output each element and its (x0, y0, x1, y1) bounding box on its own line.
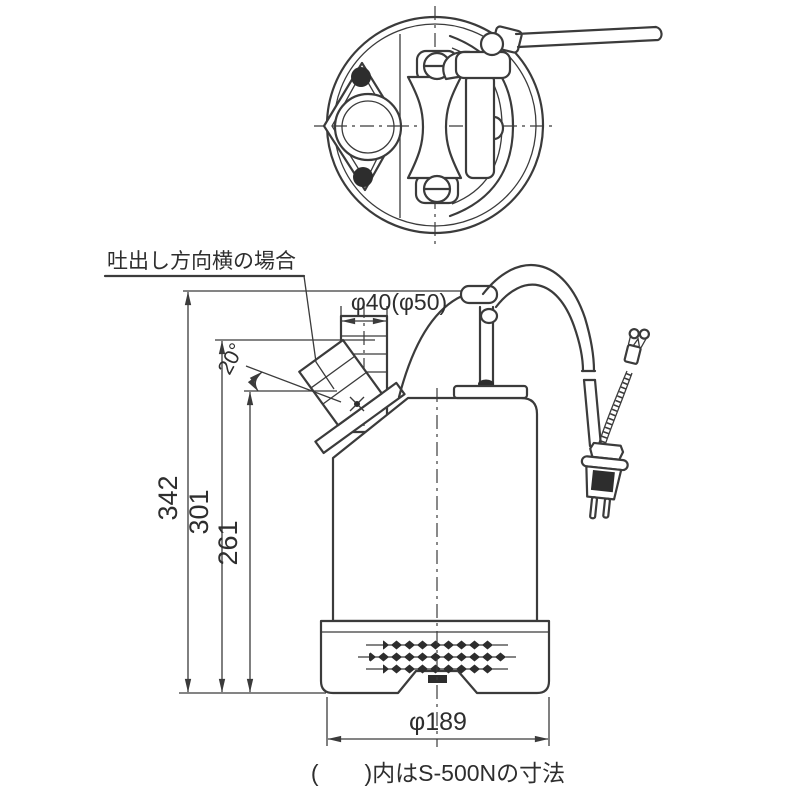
side-discharge-port (298, 338, 406, 455)
dimension-port-height: 261 (213, 391, 254, 693)
pump-top-view (314, 6, 663, 244)
power-plug (580, 441, 629, 520)
flange-screw-icon (349, 396, 365, 412)
dim-label-261: 261 (213, 520, 243, 565)
discharge-port-top-view (322, 61, 403, 192)
dim-label-342: 342 (153, 475, 183, 520)
handle-loop-top-view (448, 34, 515, 218)
callout: 吐出し方向横の場合 (103, 250, 335, 390)
fork-terminal-icon (623, 328, 650, 365)
cable-gland-top-view (442, 25, 663, 81)
plug-prong (602, 497, 611, 519)
dimension-base-diameter: φ189 (326, 697, 550, 746)
dimension-mid-height: 301 (184, 340, 226, 693)
handle-front-view (397, 284, 529, 400)
handle-grip (459, 284, 499, 305)
power-cable (481, 264, 603, 448)
ground-wire (597, 328, 650, 449)
power-cord (514, 25, 663, 49)
dimension-total-height: 342 (153, 291, 192, 693)
dim-label-port-diameter: φ40(φ50) (351, 289, 447, 315)
footnote: ( )内はS-500Nの寸法 (311, 760, 565, 786)
dim-label-angle: 20° (214, 340, 249, 379)
strainer-base (319, 619, 551, 695)
dim-label-base-diameter: φ189 (409, 708, 467, 736)
callout-title: 吐出し方向横の場合 (107, 250, 296, 273)
flange-bolt-icon (351, 67, 371, 87)
dimension-port-diameter: φ40(φ50) (340, 289, 447, 331)
dim-label-301: 301 (184, 489, 214, 534)
pump-front-view (298, 264, 650, 747)
callout-leader-line (303, 275, 335, 390)
plug-prong (589, 496, 599, 520)
flange-bolt-icon (353, 167, 373, 187)
